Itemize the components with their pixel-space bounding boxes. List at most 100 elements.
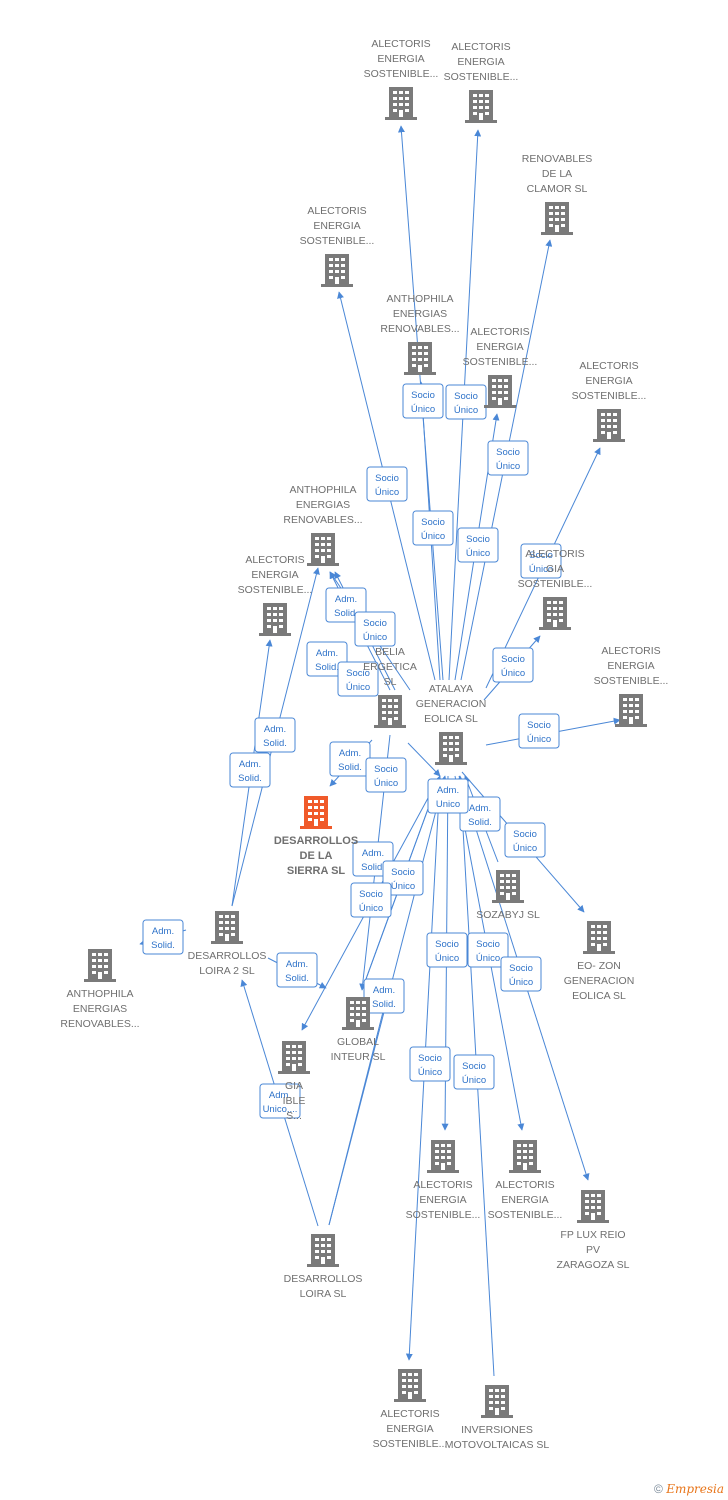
edge-label-adm-30[interactable]: Adm.Solid. (306, 641, 348, 677)
edge-label-adm-24[interactable]: Adm.Solid. (276, 952, 318, 988)
company-node-alec-lowleft[interactable]: GIAIBLES... (278, 1041, 310, 1122)
edge-label-adm-19[interactable]: Adm.Solid. (329, 741, 371, 777)
company-name-line: SOSTENIBLE... (238, 584, 313, 596)
edge-label-adm-23[interactable]: Adm.Solid. (142, 919, 184, 955)
company-name-line: DE LA (542, 168, 572, 180)
brand-logo[interactable]: Empresia (666, 1482, 724, 1496)
edge-label-text: Solid. (315, 662, 339, 673)
building-icon (300, 796, 332, 829)
edge-label-text: Socio (363, 618, 387, 629)
company-name-line: ALECTORIS (371, 38, 430, 50)
edge-label-text: Único (509, 977, 533, 988)
company-node-sozabyj[interactable]: SOZABYJ SL (476, 870, 540, 921)
edge-label-text: Adm. (437, 785, 459, 796)
company-name-line: ERGETICA (363, 661, 417, 673)
edge-label-text: Adm. (269, 1090, 291, 1101)
edge-label-text: Adm. (362, 848, 384, 859)
company-name-line: SOSTENIBLE... (300, 235, 375, 247)
edge-label-adm-25[interactable]: Adm. Unico,... (259, 1083, 301, 1119)
company-node-alec-left[interactable]: ALECTORISENERGIASOSTENIBLE... (300, 205, 375, 287)
company-name-line: SOSTENIBLE... (594, 675, 669, 687)
company-name-line: GENERACION (564, 975, 635, 987)
edge-label-adm-21[interactable]: Adm. Solid. (254, 717, 296, 753)
company-name-line: ALECTORIS (601, 645, 660, 657)
company-name-line: ALECTORIS (495, 1179, 554, 1191)
copyright-icon: © (654, 1482, 663, 1496)
company-name-line: ENERGIA (607, 660, 654, 672)
company-node-alec-bot1[interactable]: ALECTORISENERGIASOSTENIBLE... (406, 1140, 481, 1221)
company-name-line: EO- ZON (577, 960, 621, 972)
company-name-line: DESARROLLOS (188, 950, 267, 962)
edge-label-text: Socio (391, 867, 415, 878)
company-node-alec-left2[interactable]: ALECTORISENERGIASOSTENIBLE... (238, 554, 313, 636)
edge-label-text: Solid. (361, 862, 385, 873)
company-node-anthophila-low[interactable]: ANTHOPHILAENERGIASRENOVABLES... (60, 949, 140, 1030)
edge-label-adm-26[interactable]: Adm.Solid. (363, 978, 405, 1014)
edge-label-text: Único (462, 1075, 486, 1086)
company-node-alec-bottom[interactable]: ALECTORISENERGIASOSTENIBLE... (373, 1369, 448, 1450)
company-name-line: ALECTORIS (451, 41, 510, 53)
edge-label-text: Socio (435, 939, 459, 950)
edge-label-text: Solid. (263, 738, 287, 749)
edge-label-adm-15[interactable]: Adm.Solid. (459, 796, 501, 832)
company-node-anthophila-top[interactable]: ANTHOPHILAENERGIASRENOVABLES... (380, 293, 460, 375)
building-icon (481, 1385, 513, 1418)
edge-label-text: Adm. (264, 724, 286, 735)
company-name-line: SOSTENIBLE... (463, 356, 538, 368)
edge-label-text: Socio (421, 517, 445, 528)
company-node-alec-right3[interactable]: ALECTORIS ENERGIA SOSTENIBLE... (594, 645, 669, 727)
company-name-line: ENERGIA (313, 220, 360, 232)
edge-label-text: Socio (418, 1053, 442, 1064)
edge-label-text: Unico,... (263, 1104, 298, 1115)
edge-label-adm-22[interactable]: Adm.Solid. (229, 752, 271, 788)
company-name-line: ANTHOPHILA (386, 293, 453, 305)
company-node-alec-mid[interactable]: ALECTORISENERGIASOSTENIBLE... (463, 326, 538, 408)
edge-label-adm-16[interactable]: Adm.Unico (427, 778, 469, 814)
company-name-line: ENERGIAS (296, 499, 350, 511)
company-node-anthophila-mid[interactable]: ANTHOPHILAENERGIASRENOVABLES... (283, 484, 363, 566)
company-node-alec-right1[interactable]: ALECTORISENERGIASOSTENIBLE... (572, 360, 647, 442)
company-name-line: ENERGIA (457, 56, 504, 68)
company-node-alec-top2[interactable]: ALECTORISENERGIASOSTENIBLE... (444, 41, 519, 123)
company-node-alec-top1[interactable]: ALECTORISENERGIASOSTENIBLE... (364, 38, 439, 120)
edge-label-text: Único (476, 953, 500, 964)
edge-label-text: Socio (359, 889, 383, 900)
company-node-alec-right2[interactable]: ALECTORISGIASOSTENIBLE... (518, 548, 593, 630)
building-icon (484, 375, 516, 408)
company-name-line: ENERGIA (419, 1194, 466, 1206)
company-node-alec-bot2[interactable]: ALECTORISENERGIASOSTENIBLE... (488, 1140, 563, 1221)
company-name-line: ENERGIA (476, 341, 523, 353)
building-icon (404, 342, 436, 375)
